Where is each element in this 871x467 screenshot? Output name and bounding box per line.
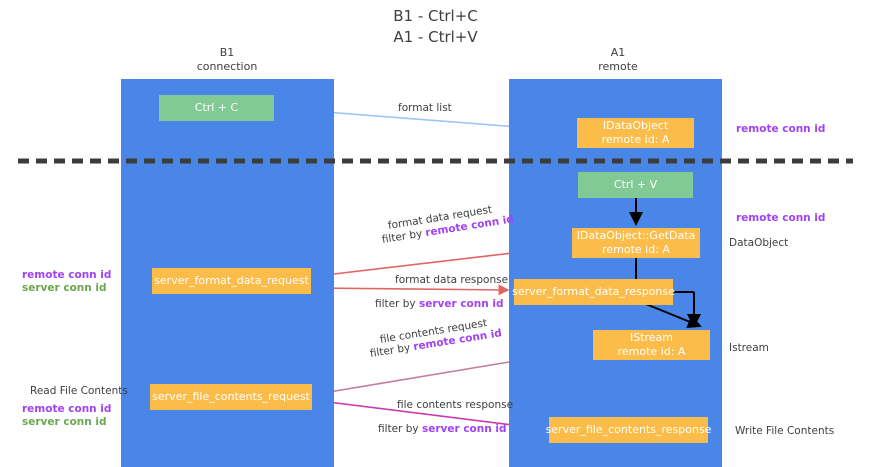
node-ctrl-c[interactable]: Ctrl + C: [159, 95, 274, 121]
edge-format-data-response: [310, 284, 510, 296]
column-header-b1: B1 connection: [147, 46, 307, 74]
filter-prefix: filter by: [375, 298, 419, 310]
node-istream-line1: IStream: [629, 331, 674, 344]
title-line-2: A1 - Ctrl+V: [393, 28, 478, 46]
node-sfdreq-label: server_format_data_request: [154, 274, 309, 287]
edge-label-file-contents-response: file contents response: [397, 399, 514, 411]
node-idataobject-line1: IDataObject: [602, 119, 669, 132]
node-server-file-contents-request[interactable]: server_file_contents_request: [150, 384, 312, 410]
node-getdata-line2: remote id: A: [602, 243, 670, 256]
node-sfdres-label: server_format_data_response: [512, 285, 675, 298]
margin-right-remote-conn-id-mid: remote conn id: [736, 212, 826, 224]
page-title: B1 - Ctrl+C A1 - Ctrl+V: [0, 6, 871, 48]
margin-right-istream: Istream: [729, 342, 769, 354]
node-idataobject-line2: remote id: A: [601, 133, 670, 146]
edge-label-file-contents-response-filter: filter by server conn id: [378, 422, 507, 436]
node-sfcres-label: server_file_contents_response: [545, 423, 712, 436]
margin-right-remote-conn-id-top: remote conn id: [736, 123, 826, 135]
margin-right-dataobject: DataObject: [729, 237, 789, 249]
margin-left-remote-conn-id-mid: remote conn id: [22, 269, 112, 281]
node-ctrl-v-label: Ctrl + V: [613, 178, 658, 191]
margin-right-write-file-contents: Write File Contents: [735, 425, 835, 437]
node-istream[interactable]: IStream remote id: A: [593, 330, 710, 360]
column-b1-role: connection: [196, 60, 258, 73]
margin-left-server-conn-id-bottom: server conn id: [22, 416, 107, 428]
margin-left-remote-conn-id-bottom: remote conn id: [22, 403, 112, 415]
edge-label-format-list: format list: [398, 102, 452, 114]
margin-left-read-file-contents: Read File Contents: [30, 385, 128, 397]
node-server-file-contents-response[interactable]: server_file_contents_response: [546, 417, 711, 443]
node-sfcreq-label: server_file_contents_request: [152, 390, 310, 403]
column-a1-role: remote: [598, 60, 638, 73]
edge-file-contents-response: [311, 399, 547, 434]
node-istream-line2: remote id: A: [617, 345, 686, 358]
filter-prefix: filter by: [378, 423, 422, 435]
edge-label-format-data-response: format data response: [395, 274, 509, 286]
node-ctrl-v[interactable]: Ctrl + V: [578, 172, 693, 198]
filter-key-server-conn-id: server conn id: [421, 423, 507, 435]
node-ctrl-c-label: Ctrl + C: [194, 101, 239, 114]
margin-left-server-conn-id-mid: server conn id: [22, 282, 107, 294]
node-idataobject-getdata[interactable]: IDataObject::GetData remote id: A: [572, 228, 700, 258]
edge-label-format-data-response-filter: filter by server conn id: [375, 297, 504, 311]
column-b1-name: B1: [219, 46, 235, 59]
node-server-format-data-request[interactable]: server_format_data_request: [152, 268, 311, 294]
node-server-format-data-response[interactable]: server_format_data_response: [512, 279, 675, 305]
node-getdata-line1: IDataObject::GetData: [576, 229, 696, 242]
column-header-a1: A1 remote: [538, 46, 698, 74]
node-idataobject[interactable]: IDataObject remote id: A: [577, 118, 694, 148]
filter-key-server-conn-id: server conn id: [418, 298, 504, 310]
column-a1-name: A1: [610, 46, 626, 59]
title-line-1: B1 - Ctrl+C: [393, 7, 478, 25]
